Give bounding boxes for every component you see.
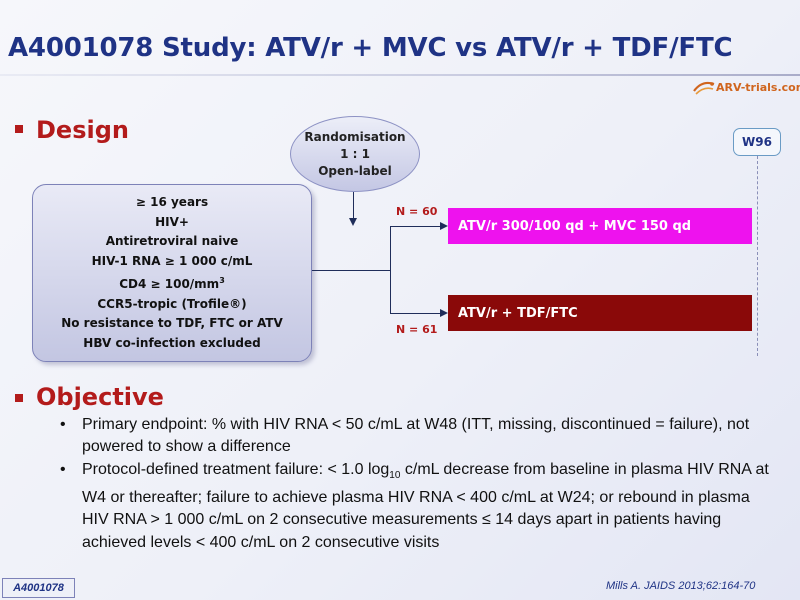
title-divider xyxy=(0,74,800,76)
arrow-down-icon xyxy=(349,218,357,226)
inclusion-criteria-box: ≥ 16 years HIV+ Antiretroviral naive HIV… xyxy=(32,184,312,362)
randomisation-label: Randomisation xyxy=(304,129,406,144)
design-bullet-icon xyxy=(15,125,23,133)
bullet-dot-icon: • xyxy=(60,460,66,478)
criterion-hbv: HBV co-infection excluded xyxy=(83,335,261,350)
branch-bottom xyxy=(390,313,440,314)
design-heading: Design xyxy=(36,116,129,144)
study-tag: A4001078 xyxy=(2,578,75,598)
arv-trials-logo: ARV-trials.com xyxy=(692,76,800,98)
criterion-hiv: HIV+ xyxy=(155,214,189,229)
slide-title: A4001078 Study: ATV/r + MVC vs ATV/r + T… xyxy=(8,33,733,63)
arm-mvc-bar: ATV/r 300/100 qd + MVC 150 qd xyxy=(448,208,752,244)
objective-bullet-icon xyxy=(15,394,23,402)
arrow-right-icon xyxy=(440,309,448,317)
randomisation-connector xyxy=(353,192,354,220)
w96-timepoint: W96 xyxy=(733,128,781,156)
criterion-resistance: No resistance to TDF, FTC or ATV xyxy=(61,316,283,330)
arm-tdf-n: N = 61 xyxy=(396,323,438,336)
objective-item-primary: • Primary endpoint: % with HIV RNA < 50 … xyxy=(60,416,750,456)
criterion-naive: Antiretroviral naive xyxy=(105,234,239,248)
arm-tdf-bar: ATV/r + TDF/FTC xyxy=(448,295,752,331)
criterion-rna: HIV-1 RNA ≥ 1 000 c/mL xyxy=(91,253,253,268)
reference-citation: Mills A. JAIDS 2013;62:164-70 xyxy=(606,580,756,592)
randomisation-ratio: 1 : 1 xyxy=(340,146,370,161)
arm-mvc-n: N = 60 xyxy=(396,205,438,218)
criterion-age: ≥ 16 years xyxy=(135,195,209,209)
criteria-connector xyxy=(312,270,390,271)
w96-marker-line xyxy=(757,156,758,356)
logo-text: ARV-trials.com xyxy=(716,80,800,94)
branch-top xyxy=(390,226,440,227)
objective-list: • Primary endpoint: % with HIV RNA < 50 … xyxy=(60,414,780,554)
arv-logo-icon xyxy=(692,78,716,96)
branch-connector xyxy=(390,226,391,314)
criterion-cd4: CD4 ≥ 100/mm3 xyxy=(119,276,225,291)
arrow-right-icon xyxy=(440,222,448,230)
randomisation-ellipse: Randomisation 1 : 1 Open-label xyxy=(290,116,420,192)
objective-heading: Objective xyxy=(36,383,164,411)
objective-item-failure: • Protocol-defined treatment failure: < … xyxy=(60,460,769,551)
criterion-tropism: CCR5-tropic (Trofile®) xyxy=(97,296,247,311)
randomisation-design: Open-label xyxy=(318,163,392,178)
bullet-dot-icon: • xyxy=(60,416,66,433)
